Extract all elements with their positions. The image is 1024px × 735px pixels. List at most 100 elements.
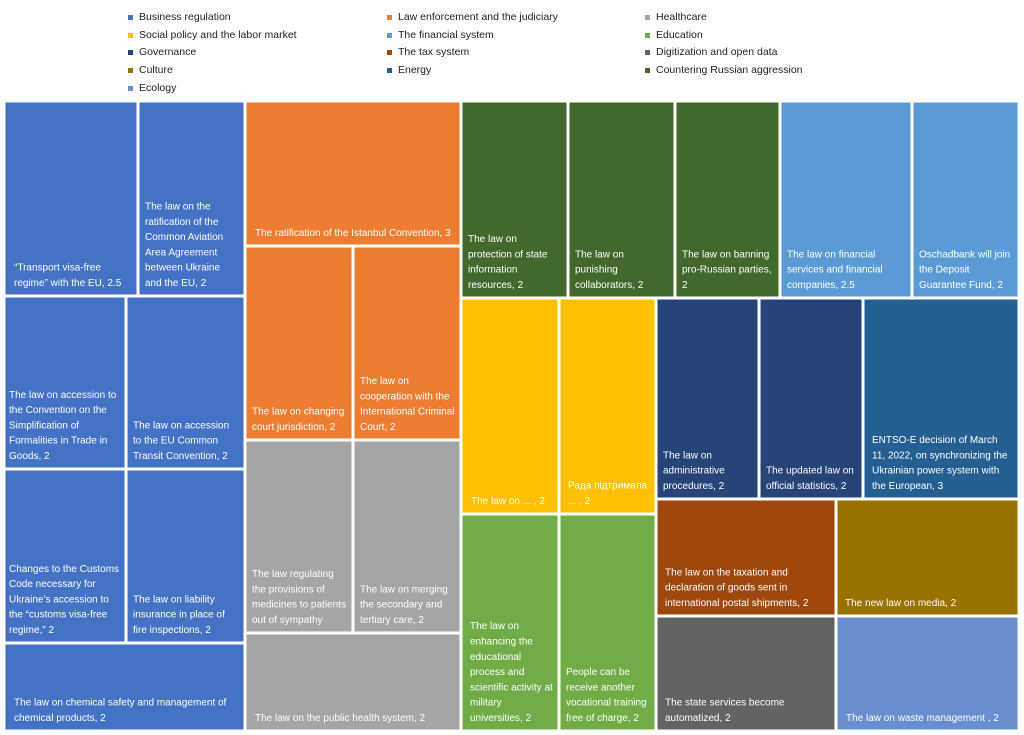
legend-swatch [645, 67, 650, 73]
treemap-rect [836, 616, 1019, 731]
legend-swatch [128, 14, 133, 20]
treemap-label: The law on the public health system, 2 [255, 713, 426, 724]
treemap-cell: The law on ... , 2 [461, 298, 559, 514]
treemap-cell: The law on waste management , 2 [836, 616, 1019, 731]
legend-label: Law enforcement and the judiciary [398, 11, 558, 23]
treemap-rect [656, 499, 836, 616]
treemap-cell: The new law on media, 2 [836, 499, 1019, 616]
treemap-rect [568, 101, 675, 298]
treemap-cell: The law on the public health system, 2 [245, 633, 461, 731]
treemap-rect [245, 101, 461, 246]
treemap-rect [559, 514, 656, 731]
treemap-rect [245, 440, 353, 633]
treemap-rect [675, 101, 780, 298]
legend-label: Culture [139, 64, 173, 76]
treemap-rect [656, 298, 759, 499]
legend-label: Energy [398, 64, 432, 76]
treemap-rect [461, 298, 559, 514]
treemap-cell: The ratification of the Istanbul Convent… [245, 101, 461, 246]
legend-swatch [645, 32, 650, 38]
legend-swatch [645, 14, 650, 20]
treemap-label: The law on chemical safety and managemen… [14, 698, 227, 724]
legend-item: The financial system [387, 29, 494, 41]
legend-item: Digitization and open data [645, 46, 777, 58]
treemap-rect [126, 296, 245, 469]
legend-label: Countering Russian aggression [656, 64, 803, 76]
treemap-rect [245, 246, 353, 440]
legend-label: Governance [139, 46, 197, 58]
legend-item: Countering Russian aggression [645, 64, 803, 76]
treemap-rect [759, 298, 863, 499]
legend-item: Education [645, 29, 703, 41]
treemap-rect [836, 499, 1019, 616]
treemap-rect [138, 101, 245, 296]
legend-label: Education [656, 29, 703, 41]
legend-item: Healthcare [645, 11, 707, 23]
treemap-rect [461, 514, 559, 731]
legend-label: The financial system [398, 29, 494, 41]
legend: Business regulation Law enforcement and t… [0, 0, 1024, 100]
legend-label: Ecology [139, 82, 177, 94]
legend-swatch [387, 14, 392, 20]
legend-label: Social policy and the labor market [139, 29, 297, 41]
legend-item: Culture [128, 64, 173, 76]
legend-item: Law enforcement and the judiciary [387, 11, 558, 23]
legend-swatch [128, 32, 133, 38]
treemap-rect [863, 298, 1019, 499]
treemap-rect [126, 469, 245, 643]
treemap-rect [656, 616, 836, 731]
legend-item: Governance [128, 46, 196, 58]
legend-label: The tax system [398, 46, 470, 58]
legend-item: Ecology [128, 82, 176, 94]
treemap-rect [4, 469, 126, 643]
treemap-label: The new law on media, 2 [845, 598, 957, 609]
legend-label: Business regulation [139, 11, 231, 23]
treemap-cell: The law on chemical safety and managemen… [4, 643, 245, 731]
treemap-label: Рада підтримала... , 2 [568, 481, 648, 507]
legend-swatch [128, 67, 133, 73]
treemap-rect [353, 246, 461, 440]
treemap-rect [4, 643, 245, 731]
legend-item: Social policy and the labor market [128, 29, 297, 41]
legend-swatch [128, 85, 133, 91]
legend-label: Healthcare [656, 11, 707, 23]
treemap-label: The law on waste management , 2 [846, 713, 999, 724]
legend-swatch [128, 49, 133, 55]
legend-item: Business regulation [128, 11, 231, 23]
treemap-rect [4, 101, 138, 296]
